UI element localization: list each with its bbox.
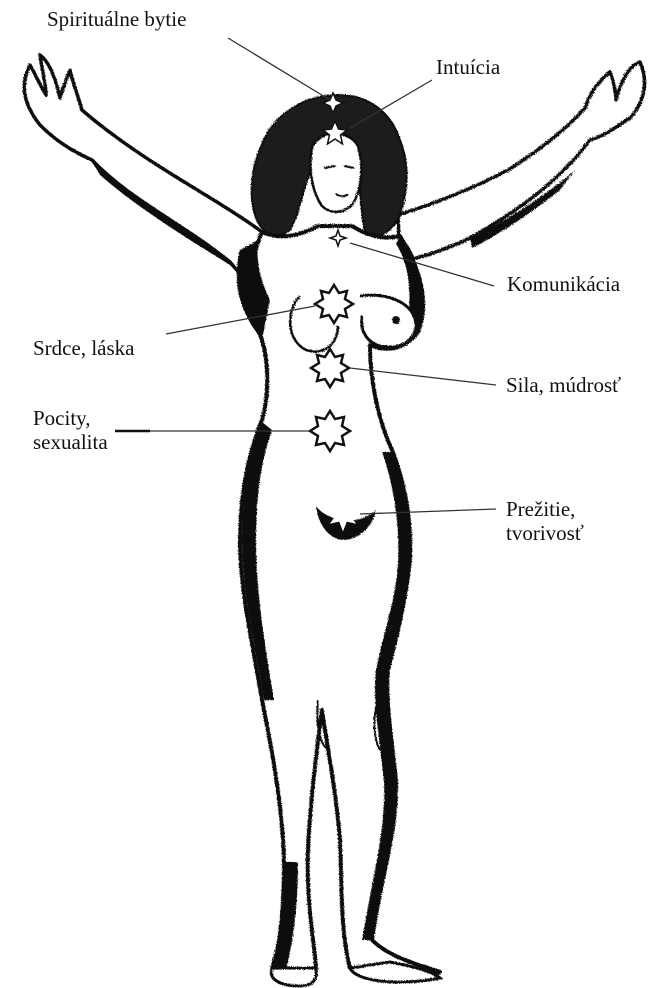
label-pocity-line2: sexualita xyxy=(33,430,108,454)
label-komunikacia: Komunikácia xyxy=(507,272,620,296)
label-prezitie-line1: Prežitie, xyxy=(506,497,584,521)
right-arm xyxy=(398,62,645,262)
label-prezitie-line2: tvorivosť xyxy=(506,521,584,545)
label-intuicia: Intuícia xyxy=(436,55,500,79)
leader-spiritualne xyxy=(228,38,330,100)
label-spiritualne-bytie: Spirituálne bytie xyxy=(47,7,186,31)
face xyxy=(310,133,361,211)
label-pocity-line1: Pocity, xyxy=(33,406,108,430)
label-prezitie-tvorivost: Prežitie, tvorivosť xyxy=(506,497,584,545)
solar-plexus-star-icon xyxy=(311,349,349,387)
left-arm xyxy=(24,55,262,286)
label-sila-mudrost: Sila, múdrosť xyxy=(506,373,621,397)
heart-star-icon xyxy=(315,285,353,323)
label-pocity-sexualita: Pocity, sexualita xyxy=(33,406,108,454)
sacral-star-icon xyxy=(310,411,350,451)
label-srdce-laska: Srdce, láska xyxy=(33,336,134,360)
